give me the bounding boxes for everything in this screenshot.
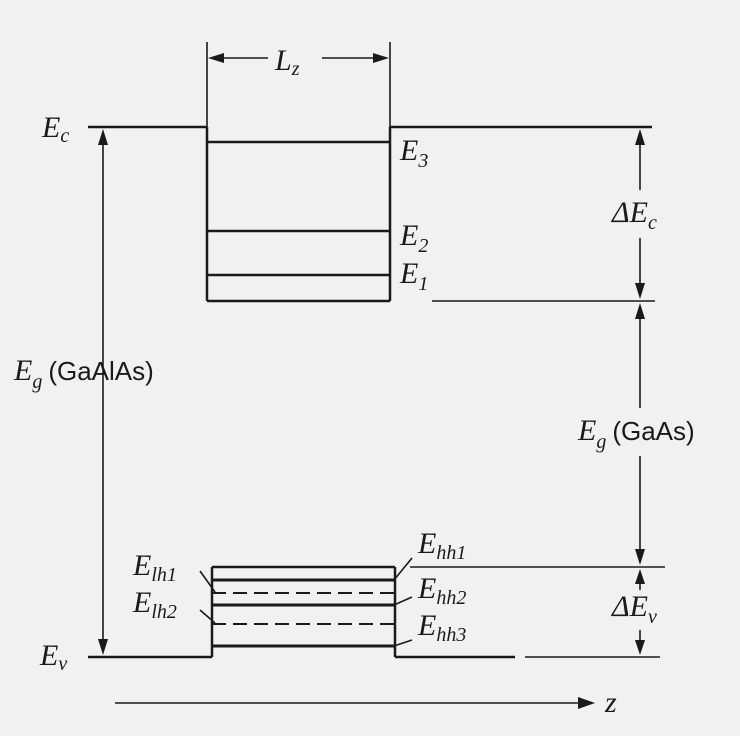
z-axis: [115, 697, 595, 709]
ehh3-label: Ehh3: [417, 609, 466, 646]
delta-ev-label: ΔEv: [611, 590, 657, 628]
eg-algaas-label: Eg(GaAlAs): [13, 354, 154, 393]
ehh1-label: Ehh1: [417, 527, 466, 564]
gap-algaas-arrow: [98, 129, 108, 655]
elh1-label: Elh1: [132, 549, 177, 586]
valence-band-edge: [88, 565, 515, 659]
delta-ec-label: ΔEc: [611, 196, 657, 234]
well-width-label: Lz: [274, 44, 300, 80]
ec-label: Ec: [41, 111, 69, 147]
delta-ec-arrow: [635, 129, 645, 299]
valence-subbands: [212, 578, 395, 648]
e3-label: E3: [399, 134, 428, 172]
ev-label: Ev: [39, 639, 67, 675]
conduction-band-edge: [88, 125, 652, 303]
gap-gaas-arrow: [635, 303, 645, 565]
z-axis-label: z: [604, 686, 617, 719]
e2-label: E2: [399, 219, 428, 257]
e1-label: E1: [399, 257, 428, 295]
elh2-label: Elh2: [132, 586, 177, 623]
valence-leader-lines: [199, 557, 413, 647]
eg-gaas-label: Eg(GaAs): [577, 414, 695, 453]
well-width-dimension: [206, 42, 391, 128]
conduction-subbands: [207, 140, 390, 277]
delta-ev-arrow: [635, 569, 645, 655]
ehh2-label: Ehh2: [417, 572, 466, 609]
